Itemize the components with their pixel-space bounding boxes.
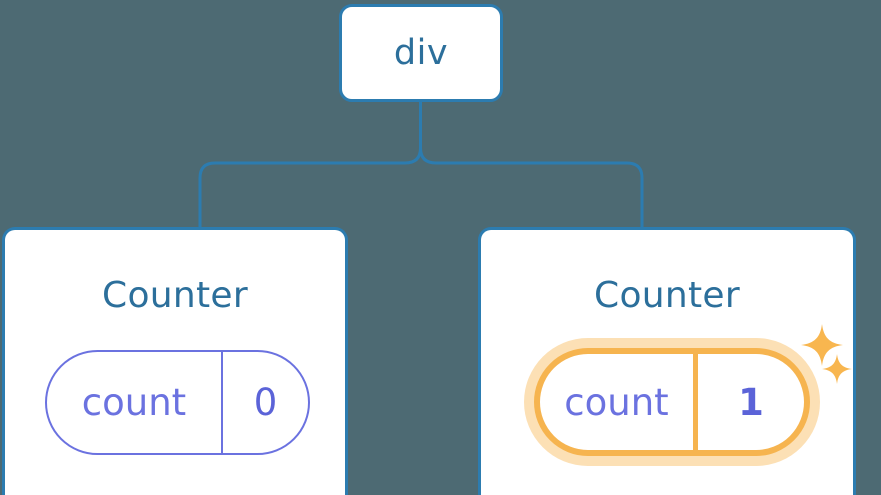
state-pill[interactable]: count 0 [45, 350, 310, 455]
state-value: 0 [253, 381, 278, 424]
component-title: Counter [102, 275, 248, 316]
root-node-label: div [393, 32, 449, 73]
component-node-counter-right[interactable]: Counter count 1 [478, 227, 856, 495]
sparkle-icon-small [822, 354, 852, 384]
connector-branch-right [419, 146, 644, 230]
component-title: Counter [594, 275, 740, 316]
state-pill-highlighted[interactable]: count 1 [534, 348, 810, 456]
root-node-div[interactable]: div [339, 4, 503, 102]
state-key: count [47, 352, 223, 453]
connector-branch-left [198, 146, 422, 230]
state-pill-highlighted-wrapper[interactable]: count 1 [524, 338, 820, 466]
state-key: count [540, 354, 698, 450]
sparkle-icon [801, 324, 843, 366]
state-value: 1 [738, 380, 764, 424]
component-node-counter-left[interactable]: Counter count 0 [2, 227, 348, 495]
